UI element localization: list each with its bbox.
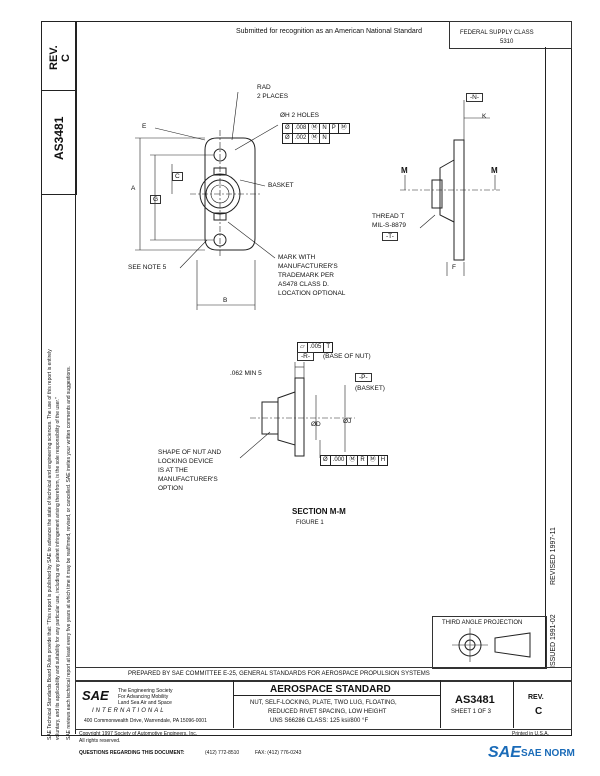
desc-line-3: UNS S66286 CLASS: 125 ksi/800 °F [270,718,369,724]
tagline-1: The Engineering Society [118,688,173,694]
shape-line-2: LOCKING DEVICE [158,458,214,465]
aerospace-standard: AEROSPACE STANDARD [270,684,391,695]
phone: (412) 772-8510 [205,750,240,756]
fsc-value: 5310 [500,39,514,45]
tb-rev-label: REV. [528,694,544,701]
dim-k: K [482,113,487,120]
dim-b: B [223,297,228,304]
shape-line-3: IS AT THE [158,467,188,474]
prepared-row [75,667,572,682]
dim-g: G [150,195,162,204]
section-title: SECTION M-M [292,507,346,516]
dim-j: ØJ [343,418,352,425]
projection-box [432,616,547,669]
desc-line-1: NUT, SELF-LOCKING, PLATE, TWO LUG, FLOAT… [250,700,397,706]
section-mark-left: M [401,166,408,175]
datum-n: -N- [466,93,484,102]
printed: Printed in U.S.A. [512,731,549,737]
desc-line-2: REDUCED RIVET SPACING, LOW HEIGHT [268,709,387,715]
mark-with-label: MARK WITH [278,254,316,261]
dim-e: E [142,123,147,130]
copyright: Copyright 1997 Society of Automotive Eng… [79,731,198,737]
fax: FAX: (412) 776-0243 [255,750,302,756]
front-view [190,130,262,258]
tb-std-divider [233,695,440,696]
sidebar-strip [41,21,77,195]
datum-r: -R- [297,352,315,361]
trademark-label: TRADEMARK PER [278,272,334,279]
tb-div-1 [233,680,234,728]
datum-t: -T- [382,232,398,241]
two-places-label: 2 PLACES [257,93,289,100]
projection-symbol [452,628,531,662]
see-note-label: SEE NOTE 5 [128,264,167,271]
address: 400 Commonwealth Drive, Warrendale, PA 1… [84,718,207,724]
h-holes-label: ØH 2 HOLES [280,112,320,119]
figure-caption: FIGURE 1 [296,520,324,526]
basket-label: BASKET [268,182,294,189]
tb-div-2 [440,680,441,728]
dim-a: A [131,185,136,192]
sidebar-divider [41,90,75,91]
rights: All rights reserved. [79,738,121,744]
mil-label: MIL-S-8879 [372,222,406,229]
tb-sheet: SHEET 1 OF 3 [451,709,491,715]
as478-label: AS478 CLASS D. [278,281,329,288]
manufacturers-label: MANUFACTURER'S [278,263,338,270]
tagline-2: For Advancing Mobility [118,694,169,700]
rad-label: RAD [257,84,271,91]
watermark-text: SAE NORM [521,748,575,759]
watermark-logo: SAE [488,744,521,761]
prepared-by: PREPARED BY SAE COMMITTEE E-25, GENERAL … [128,671,430,677]
section-view [239,362,355,459]
dim-d: ØD [311,421,321,428]
thread-label: THREAD T [372,213,405,220]
min-dim-label: .062 MIN 5 [230,370,262,377]
main-border-left [75,21,76,734]
international: INTERNATIONAL [92,708,166,714]
tb-doc-number: AS3481 [455,694,495,706]
projection-label: THIRD ANGLE PROJECTION [442,620,523,626]
questions: QUESTIONS REGARDING THIS DOCUMENT: [79,750,185,756]
fsc-label: FEDERAL SUPPLY CLASS [460,30,534,36]
dim-c: C [172,172,183,181]
revision-column-border [545,47,546,667]
section-mark-right: M [491,166,498,175]
drawing-frame [41,21,572,736]
submitted-note: Submitted for recognition as an American… [236,28,422,35]
basket-paren-label: (BASKET) [355,385,385,392]
fsc-box [449,21,572,49]
base-of-nut-label: (BASE OF NUT) [323,353,371,360]
side-view [400,100,500,276]
shape-line-4: MANUFACTURER'S [158,476,218,483]
dim-f: F [452,264,456,271]
shape-line-1: SHAPE OF NUT AND [158,449,222,456]
tb-div-3 [513,680,514,728]
tagline-3: Land Sea Air and Space [118,700,172,706]
shape-line-5: OPTION [158,485,183,492]
tb-rev-value: C [535,706,543,717]
sae-logo: SAE [82,688,109,703]
datum-p: -P- [355,373,372,382]
title-block [75,680,572,730]
location-label: LOCATION OPTIONAL [278,290,346,297]
